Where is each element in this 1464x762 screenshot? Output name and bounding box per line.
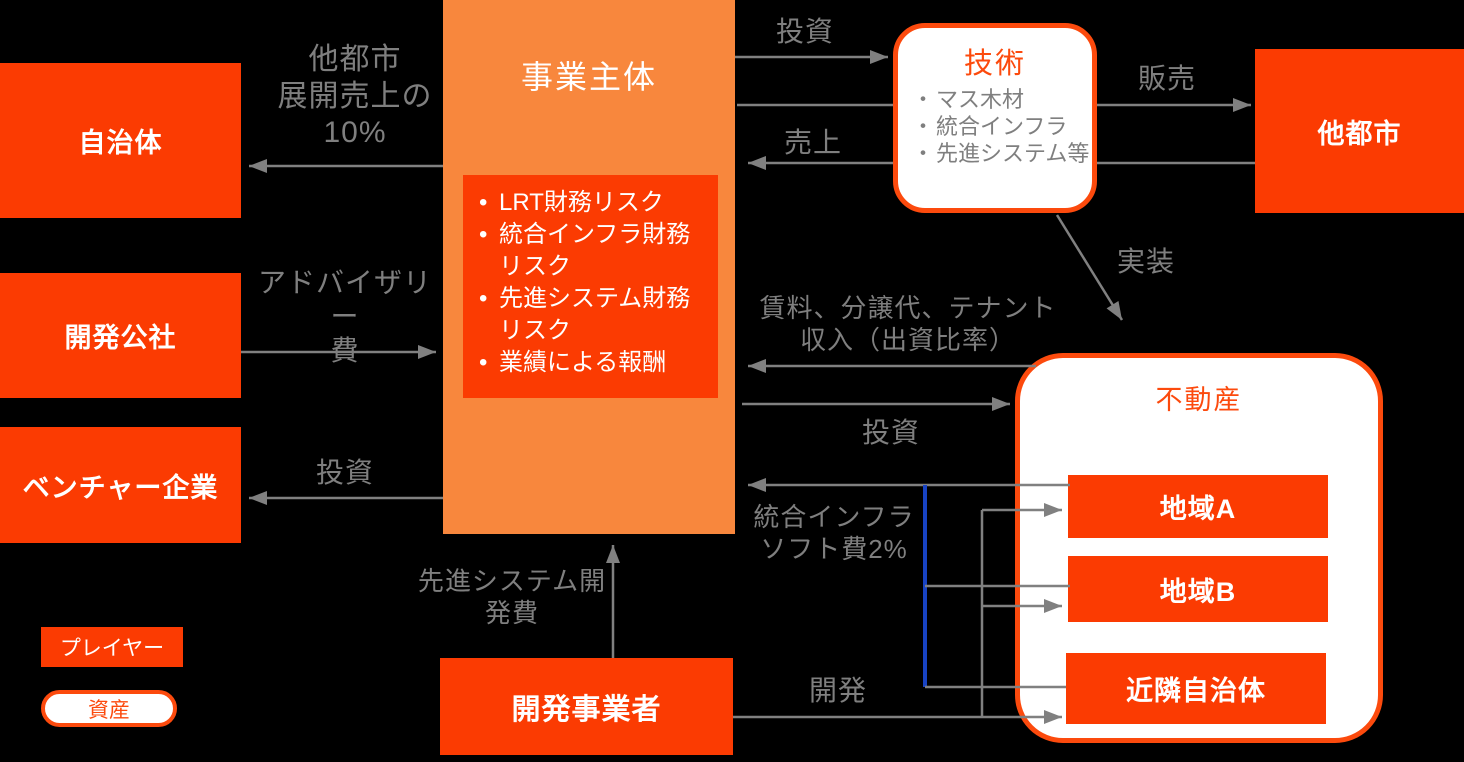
label-implementation: 実装 — [1116, 246, 1175, 277]
label-sales-to-other-cities: 販売 — [1137, 63, 1196, 94]
box-development-corporation: 開発公社 — [0, 273, 241, 398]
box-venture-company-label: ベンチャー企業 — [22, 472, 219, 503]
real-estate-title: 不動産 — [1155, 385, 1243, 415]
box-region-a: 地域A — [1068, 475, 1328, 538]
legend-player-box: プレイヤー — [41, 627, 183, 667]
risk-item: 先進システム財務リスク — [471, 283, 710, 347]
label-advanced-system-dev-fee: 先進システム開 発費 — [417, 566, 607, 628]
label-other-city-share: 他都市 展開売上の 10% — [277, 43, 433, 150]
business-entity-risk-list: LRT財務リスク 統合インフラ財務リスク 先進システム財務リスク 業績による報酬 — [463, 175, 718, 398]
label-integrated-infra-software-fee: 統合インフラ ソフト費2% — [753, 502, 915, 564]
risk-item: 業績による報酬 — [471, 347, 710, 379]
label-development: 開発 — [808, 675, 867, 706]
box-region-b-label: 地域B — [1159, 576, 1237, 607]
box-region-a-label: 地域A — [1159, 494, 1237, 524]
technology-item: 先進システム等 — [912, 140, 1092, 167]
technology-item: マス木材 — [912, 86, 1092, 113]
legend-player-label: プレイヤー — [59, 637, 165, 660]
box-technology: 技術 マス木材 統合インフラ 先進システム等 — [893, 23, 1097, 213]
business-entity-title: 事業主体 — [520, 59, 657, 95]
box-other-cities-label: 他都市 — [1317, 118, 1402, 149]
risk-item: LRT財務リスク — [471, 187, 710, 219]
label-investment-to-venture: 投資 — [315, 457, 374, 488]
label-rent-income: 賃料、分譲代、テナント 収入（出資比率） — [759, 293, 1057, 355]
box-municipality: 自治体 — [0, 63, 241, 218]
box-region-b: 地域B — [1068, 556, 1328, 622]
box-developer-label: 開発事業者 — [511, 693, 662, 726]
box-neighboring-municipality: 近隣自治体 — [1066, 653, 1326, 724]
legend-asset-box: 資産 — [41, 690, 177, 727]
label-revenue-from-technology: 売上 — [783, 127, 842, 158]
box-other-cities: 他都市 — [1255, 49, 1464, 213]
label-investment-to-technology: 投資 — [775, 16, 834, 47]
label-advisory-fee: アドバイザリー 費 — [257, 267, 432, 367]
technology-item-list: マス木材 統合インフラ 先進システム等 — [912, 86, 1092, 167]
box-municipality-label: 自治体 — [78, 128, 163, 158]
label-investment-to-real-estate: 投資 — [861, 417, 920, 448]
box-development-corporation-label: 開発公社 — [64, 323, 177, 353]
box-developer: 開発事業者 — [440, 658, 733, 755]
box-neighboring-municipality-label: 近隣自治体 — [1126, 676, 1266, 706]
risk-item: 統合インフラ財務リスク — [471, 219, 710, 283]
legend-asset-label: 資産 — [88, 698, 130, 722]
technology-item: 統合インフラ — [912, 113, 1092, 140]
technology-title: 技術 — [963, 48, 1026, 80]
box-venture-company: ベンチャー企業 — [0, 427, 241, 543]
